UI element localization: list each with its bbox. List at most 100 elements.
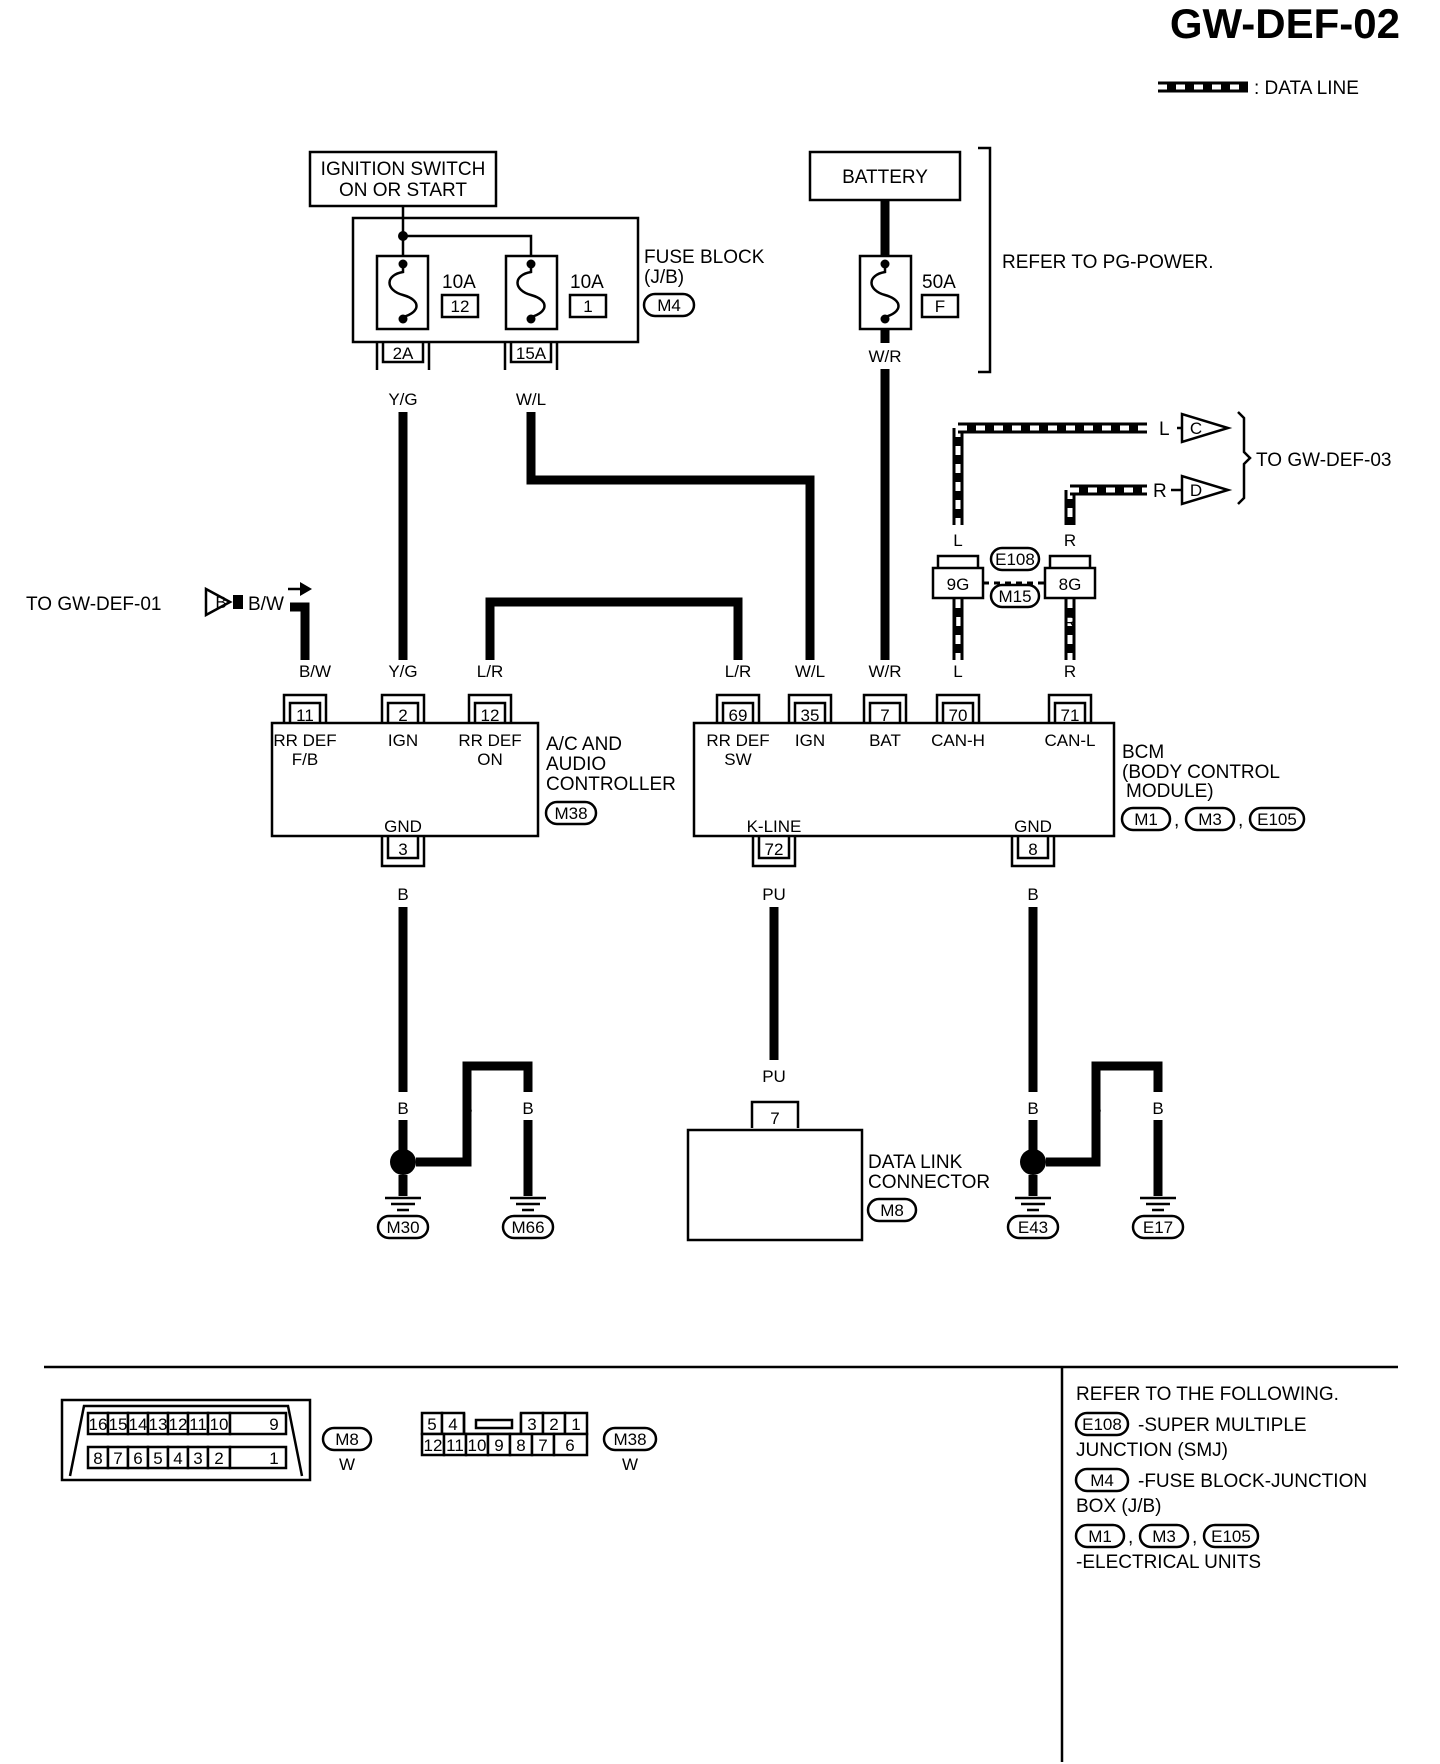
dlc-label-2: CONNECTOR bbox=[868, 1172, 990, 1193]
m30-branch-wire: B bbox=[461, 1099, 472, 1118]
fuse-12-number: 12 bbox=[451, 297, 470, 316]
bcm-gnd-wire-bottom: B bbox=[1027, 1099, 1038, 1118]
smj-connector-m15: M15 bbox=[998, 587, 1031, 606]
ground-symbol-m66: M66 bbox=[501, 1196, 555, 1240]
fuse-12-amps: 10A bbox=[442, 272, 476, 293]
ground-e17-label: E17 bbox=[1143, 1218, 1173, 1237]
ignition-label-1: IGNITION SWITCH bbox=[321, 159, 486, 180]
refer-notes: REFER TO THE FOLLOWING. E108 -SUPER MULT… bbox=[1074, 1384, 1367, 1573]
m8-pin: 3 bbox=[193, 1449, 202, 1468]
data-link-connector: 7 DATA LINK CONNECTOR M8 bbox=[686, 1100, 990, 1242]
e17-wire: B bbox=[1152, 1099, 1163, 1118]
wire-label-w-r-bcm: W/R bbox=[868, 662, 901, 681]
ac-pin-12-label-2: ON bbox=[477, 750, 503, 769]
m38-pin: 4 bbox=[448, 1415, 457, 1434]
bcm-pin-71: 71 CAN-L bbox=[1044, 693, 1096, 750]
m8-pin: 10 bbox=[210, 1415, 229, 1434]
bcm-pin-70-num: 70 bbox=[949, 706, 968, 725]
bcm-pin-70-label-1: CAN-H bbox=[931, 731, 985, 750]
smj-wire-r-top: R bbox=[1064, 531, 1076, 550]
fuse-block: 10A 12 10A 1 FUSE BLOCK (J/B) M4 2A 15A bbox=[351, 206, 765, 370]
fuse-block-connector: M4 bbox=[657, 296, 681, 315]
note-1-connector: E108 bbox=[1082, 1415, 1122, 1434]
m38-pin: 12 bbox=[424, 1436, 443, 1455]
m8-pin: 14 bbox=[129, 1415, 148, 1434]
fuse-50a: 50A F bbox=[858, 200, 960, 343]
ac-pin-11-num: 11 bbox=[296, 706, 314, 725]
m8-cell bbox=[228, 1411, 288, 1436]
m8-pin: 6 bbox=[133, 1449, 142, 1468]
ac-pin-2-label-1: IGN bbox=[388, 731, 418, 750]
pg-power-bracket: REFER TO PG-POWER. bbox=[978, 146, 1214, 374]
m38-pin: 9 bbox=[494, 1436, 503, 1455]
m8-pin: 4 bbox=[173, 1449, 182, 1468]
ac-controller-label-1: A/C AND bbox=[546, 734, 622, 755]
fuse-block-label-2: (J/B) bbox=[644, 267, 684, 288]
m8-view-name: M8 bbox=[335, 1430, 359, 1449]
m38-pin: 2 bbox=[549, 1415, 558, 1434]
m66-wire: B bbox=[522, 1099, 533, 1118]
note-2-line-2: BOX (J/B) bbox=[1076, 1496, 1162, 1517]
bcm-pin-71-label-1: CAN-L bbox=[1044, 731, 1095, 750]
m38-pin: 6 bbox=[565, 1436, 574, 1455]
bcm-connector-m1: M1 bbox=[1134, 810, 1158, 829]
ac-pin-12-label-1: RR DEF bbox=[458, 731, 521, 750]
bcm-pin-35-num: 35 bbox=[801, 706, 820, 725]
m38-pin: 3 bbox=[527, 1415, 536, 1434]
ignition-label-2: ON OR START bbox=[339, 180, 467, 201]
m8-top-row: 16 15 14 13 12 11 10 9 bbox=[86, 1411, 288, 1436]
m38-pin: 8 bbox=[516, 1436, 525, 1455]
ac-pin-12-num: 12 bbox=[481, 706, 500, 725]
m8-pin: 2 bbox=[214, 1449, 223, 1468]
ac-pin-2: 2 IGN bbox=[380, 693, 426, 750]
ac-controller-label-2: AUDIO bbox=[546, 754, 606, 775]
can-data-lines: L C R D TO GW-DEF-03 L R L R L R bbox=[952, 411, 1391, 681]
wire-label-w-l-bcm: W/L bbox=[795, 662, 825, 681]
fuse-12 bbox=[375, 254, 430, 331]
smj-wire-l-bottom: L bbox=[953, 613, 962, 632]
m8-bottom-row: 8 7 6 5 4 3 2 1 bbox=[86, 1445, 288, 1470]
wire-label-w-l-top: W/L bbox=[516, 390, 546, 409]
bcm-gnd-label: GND bbox=[1014, 817, 1052, 836]
m38-pin: 11 bbox=[446, 1436, 464, 1455]
m38-view-name: M38 bbox=[613, 1430, 646, 1449]
wire-label-b-w-def01: B/W bbox=[248, 594, 284, 615]
smj-connector: 9G 8G E108 M15 bbox=[931, 546, 1097, 609]
bcm-pin-69-label-1: RR DEF bbox=[706, 731, 769, 750]
wire-label-b-w-ac: B/W bbox=[299, 662, 331, 681]
bcm-connector-sep-2: , bbox=[1238, 810, 1243, 831]
ac-gnd-wire-top: B bbox=[397, 885, 408, 904]
wires: W/R W/R Y/G Y/G W/L W/L L/R L/R B/W B/W … bbox=[26, 347, 902, 681]
data-line-legend-label: : DATA LINE bbox=[1254, 78, 1359, 99]
ground-symbol-m30: M30 bbox=[376, 1175, 430, 1240]
ground-symbol-e17: E17 bbox=[1131, 1196, 1185, 1240]
bcm-gnd-wire-top: B bbox=[1027, 885, 1038, 904]
bcm-connector-m3: M3 bbox=[1198, 810, 1222, 829]
fuse-12-output-pin: 2A bbox=[393, 344, 414, 363]
ac-pin-3-num: 3 bbox=[398, 840, 407, 859]
note-3-connector-m1: M1 bbox=[1088, 1527, 1112, 1546]
bcm-pin-72-num: 72 bbox=[765, 840, 784, 859]
dlc-pin-7: 7 bbox=[770, 1109, 779, 1128]
bcm-pin-7-num: 7 bbox=[880, 706, 889, 725]
bcm-pin-35-label-1: IGN bbox=[795, 731, 825, 750]
m38-connector-face: 5 4 3 2 1 12 11 10 9 8 7 6 M38 W bbox=[420, 1411, 658, 1474]
note-3-line-2: -ELECTRICAL UNITS bbox=[1076, 1552, 1261, 1573]
fuse-50a-amps: 50A bbox=[922, 272, 956, 293]
to-gw-def-03-label: TO GW-DEF-03 bbox=[1256, 450, 1391, 471]
to-gw-def-01-label: TO GW-DEF-01 bbox=[26, 594, 161, 615]
m38-pin: 10 bbox=[468, 1436, 487, 1455]
ac-gnd-label: GND bbox=[384, 817, 422, 836]
bcm-label-3: MODULE) bbox=[1126, 781, 1214, 802]
fuse-1-amps: 10A bbox=[570, 272, 604, 293]
wire-label-l-r-bcm: L/R bbox=[725, 662, 751, 681]
dlc-label-1: DATA LINK bbox=[868, 1152, 963, 1173]
m8-pin: 1 bbox=[269, 1449, 278, 1468]
bcm-pin-69: 69 RR DEF SW bbox=[706, 693, 770, 769]
kline-wire-bottom: PU bbox=[762, 1067, 786, 1086]
ground-symbol-e43: E43 bbox=[1006, 1175, 1060, 1240]
m8-view-color: W bbox=[339, 1455, 355, 1474]
m38-pin: 5 bbox=[427, 1415, 436, 1434]
ac-controller-connector: M38 bbox=[554, 804, 587, 823]
bcm-label-2: (BODY CONTROL bbox=[1122, 762, 1280, 783]
